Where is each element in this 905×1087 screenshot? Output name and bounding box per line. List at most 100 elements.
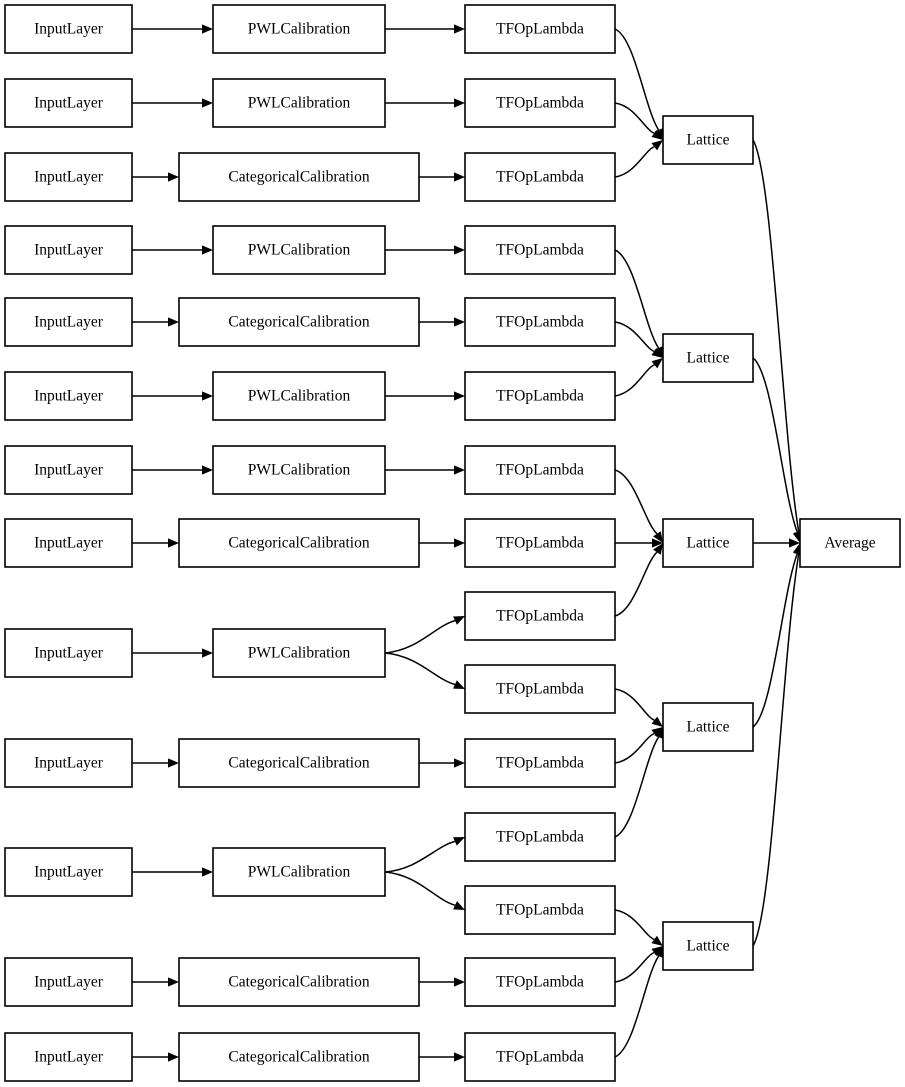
node-box[interactable] (212, 445, 386, 495)
node-box[interactable] (4, 957, 133, 1007)
node-box[interactable] (464, 1032, 616, 1082)
node-box[interactable] (4, 1032, 133, 1082)
node-box[interactable] (464, 297, 616, 347)
node-box[interactable] (464, 885, 616, 935)
node-tfop-lambda[interactable]: TFOpLambda (464, 225, 616, 275)
node-pwlcalibration[interactable]: PWLCalibration (212, 4, 386, 54)
node-box[interactable] (4, 4, 133, 54)
node-tfop-lambda[interactable]: TFOpLambda (464, 152, 616, 202)
node-input-layer[interactable]: InputLayer (4, 518, 133, 568)
node-tfop-lambda[interactable]: TFOpLambda (464, 297, 616, 347)
node-box[interactable] (4, 738, 133, 788)
node-tfop-lambda[interactable]: TFOpLambda (464, 445, 616, 495)
node-box[interactable] (464, 152, 616, 202)
node-lattice[interactable]: Lattice (662, 921, 754, 971)
nodes-layer: InputLayerInputLayerInputLayerInputLayer… (4, 4, 901, 1082)
node-tfop-lambda[interactable]: TFOpLambda (464, 1032, 616, 1082)
node-input-layer[interactable]: InputLayer (4, 4, 133, 54)
node-box[interactable] (212, 4, 386, 54)
node-box[interactable] (464, 225, 616, 275)
edge-line (752, 553, 800, 947)
node-categorical-calibration[interactable]: CategoricalCalibration (178, 957, 420, 1007)
node-box[interactable] (4, 225, 133, 275)
node-box[interactable] (662, 333, 754, 383)
node-box[interactable] (4, 628, 133, 678)
node-box[interactable] (4, 371, 133, 421)
node-categorical-calibration[interactable]: CategoricalCalibration (178, 738, 420, 788)
node-lattice[interactable]: Lattice (662, 333, 754, 383)
node-lattice[interactable]: Lattice (662, 702, 754, 752)
node-box[interactable] (212, 78, 386, 128)
node-tfop-lambda[interactable]: TFOpLambda (464, 664, 616, 714)
node-pwlcalibration[interactable]: PWLCalibration (212, 847, 386, 897)
node-box[interactable] (464, 78, 616, 128)
graph-edge (132, 648, 213, 658)
node-box[interactable] (178, 1032, 420, 1082)
node-box[interactable] (4, 847, 133, 897)
node-categorical-calibration[interactable]: CategoricalCalibration (178, 297, 420, 347)
node-input-layer[interactable]: InputLayer (4, 371, 133, 421)
node-box[interactable] (464, 445, 616, 495)
node-box[interactable] (464, 4, 616, 54)
node-box[interactable] (799, 518, 901, 568)
node-box[interactable] (178, 518, 420, 568)
edge-line (384, 652, 456, 686)
node-box[interactable] (464, 518, 616, 568)
node-box[interactable] (464, 738, 616, 788)
node-input-layer[interactable]: InputLayer (4, 225, 133, 275)
node-box[interactable] (662, 702, 754, 752)
node-box[interactable] (212, 371, 386, 421)
node-pwlcalibration[interactable]: PWLCalibration (212, 445, 386, 495)
node-tfop-lambda[interactable]: TFOpLambda (464, 812, 616, 862)
node-categorical-calibration[interactable]: CategoricalCalibration (178, 152, 420, 202)
node-box[interactable] (4, 78, 133, 128)
node-average[interactable]: Average (799, 518, 901, 568)
node-input-layer[interactable]: InputLayer (4, 152, 133, 202)
node-tfop-lambda[interactable]: TFOpLambda (464, 518, 616, 568)
node-box[interactable] (4, 297, 133, 347)
node-categorical-calibration[interactable]: CategoricalCalibration (178, 1032, 420, 1082)
node-box[interactable] (464, 812, 616, 862)
node-input-layer[interactable]: InputLayer (4, 78, 133, 128)
node-box[interactable] (464, 664, 616, 714)
node-box[interactable] (4, 152, 133, 202)
node-input-layer[interactable]: InputLayer (4, 1032, 133, 1082)
node-input-layer[interactable]: InputLayer (4, 628, 133, 678)
node-box[interactable] (212, 225, 386, 275)
node-input-layer[interactable]: InputLayer (4, 738, 133, 788)
node-box[interactable] (212, 628, 386, 678)
node-box[interactable] (464, 591, 616, 641)
node-box[interactable] (212, 847, 386, 897)
node-box[interactable] (178, 957, 420, 1007)
node-box[interactable] (4, 518, 133, 568)
node-tfop-lambda[interactable]: TFOpLambda (464, 78, 616, 128)
node-input-layer[interactable]: InputLayer (4, 297, 133, 347)
node-lattice[interactable]: Lattice (662, 518, 754, 568)
node-box[interactable] (178, 297, 420, 347)
node-box[interactable] (464, 371, 616, 421)
node-input-layer[interactable]: InputLayer (4, 445, 133, 495)
node-input-layer[interactable]: InputLayer (4, 847, 133, 897)
node-tfop-lambda[interactable]: TFOpLambda (464, 4, 616, 54)
node-box[interactable] (662, 921, 754, 971)
node-box[interactable] (178, 738, 420, 788)
node-tfop-lambda[interactable]: TFOpLambda (464, 738, 616, 788)
node-input-layer[interactable]: InputLayer (4, 957, 133, 1007)
node-tfop-lambda[interactable]: TFOpLambda (464, 591, 616, 641)
arrowhead-icon (168, 172, 179, 182)
node-pwlcalibration[interactable]: PWLCalibration (212, 78, 386, 128)
node-box[interactable] (464, 957, 616, 1007)
node-pwlcalibration[interactable]: PWLCalibration (212, 628, 386, 678)
node-tfop-lambda[interactable]: TFOpLambda (464, 371, 616, 421)
node-pwlcalibration[interactable]: PWLCalibration (212, 371, 386, 421)
node-categorical-calibration[interactable]: CategoricalCalibration (178, 518, 420, 568)
node-box[interactable] (662, 115, 754, 165)
node-box[interactable] (178, 152, 420, 202)
node-pwlcalibration[interactable]: PWLCalibration (212, 225, 386, 275)
node-tfop-lambda[interactable]: TFOpLambda (464, 957, 616, 1007)
node-box[interactable] (4, 445, 133, 495)
node-lattice[interactable]: Lattice (662, 115, 754, 165)
node-box[interactable] (662, 518, 754, 568)
node-tfop-lambda[interactable]: TFOpLambda (464, 885, 616, 935)
